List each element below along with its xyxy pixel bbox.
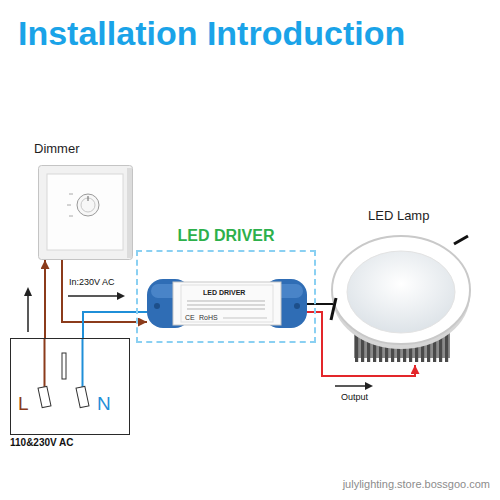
plate-face — [47, 174, 123, 250]
fine-print — [187, 309, 265, 310]
lamp-diffuser — [347, 251, 455, 333]
supply-label: 110&230V AC — [10, 437, 74, 449]
terminal — [38, 386, 51, 407]
socket-drawing — [11, 339, 129, 434]
knob-pointer — [88, 196, 89, 201]
terminal-label: N — [97, 393, 111, 415]
dimmer-knob — [77, 194, 99, 216]
wire-label: In:230V AC — [68, 277, 116, 287]
black-wire — [305, 303, 337, 305]
earth-slot — [62, 353, 66, 379]
dimmer-switch: Dimmer — [38, 165, 133, 260]
spring-clip — [454, 236, 468, 244]
direction-arrow — [68, 295, 119, 297]
wire-label: Output — [340, 392, 369, 402]
live-wire — [44, 339, 46, 387]
page-title: Installation Introduction — [18, 14, 405, 53]
scale-tick — [67, 205, 71, 206]
arrow-head — [24, 287, 32, 296]
live-wire — [44, 260, 46, 338]
scale-tick — [69, 194, 73, 195]
lamp-drawing — [330, 232, 472, 365]
driver-body — [147, 276, 307, 331]
led-driver-unit: LED DRIVER CE RoHS — [147, 276, 307, 331]
plate-frame — [39, 166, 133, 260]
terminal-label: L — [18, 393, 29, 415]
terminal — [76, 386, 89, 407]
dimmer-plate — [38, 165, 133, 260]
driver-group: LED DRIVERLED DRIVER CE RoHS — [136, 250, 316, 343]
group-title: LED DRIVER — [138, 227, 314, 245]
arrow-head — [117, 292, 125, 300]
part-name: Dimmer — [34, 142, 80, 157]
lamp-ring — [332, 236, 470, 344]
watermark: julylighting.store.bossgoo.com — [343, 478, 490, 491]
device-label: LED DRIVER — [203, 289, 245, 297]
part-name: LED Lamp — [368, 209, 429, 224]
neutral-wire — [82, 339, 84, 387]
spring-clip — [331, 298, 336, 320]
scale-tick — [69, 216, 73, 217]
plate-shadow — [127, 168, 132, 258]
fine-print — [187, 301, 265, 302]
direction-arrow — [335, 385, 367, 387]
wall-socket: LN110&230V AC — [10, 338, 130, 435]
driver-case — [173, 282, 281, 325]
mark-text: CE — [185, 314, 195, 322]
direction-arrow — [27, 294, 29, 332]
fine-print — [223, 318, 267, 319]
led-lamp: LED Lamp — [330, 232, 472, 365]
arrow-head — [365, 382, 373, 390]
screw-hole — [154, 303, 160, 309]
screw-hole — [294, 303, 300, 309]
fine-print — [187, 305, 265, 306]
mark-text: RoHS — [199, 314, 218, 322]
label-plate — [181, 285, 273, 322]
